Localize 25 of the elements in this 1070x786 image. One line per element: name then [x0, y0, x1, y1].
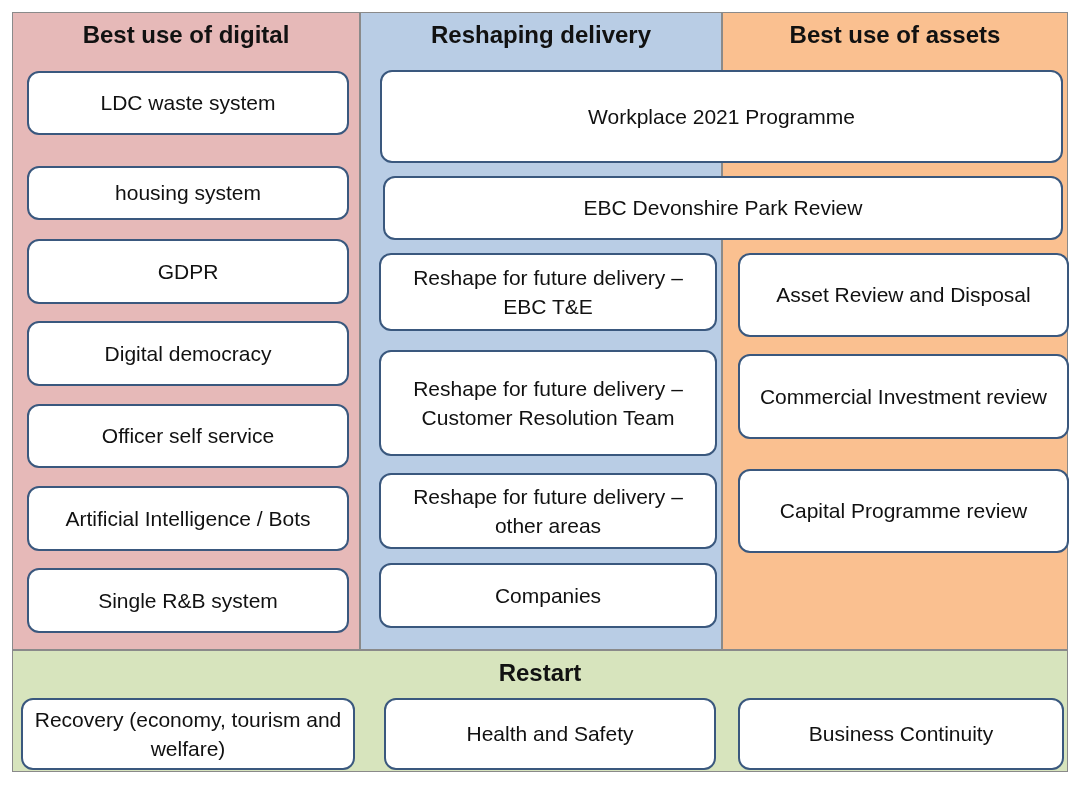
category-panel	[12, 12, 360, 650]
item-box: Recovery (economy, tourism and welfare)	[21, 698, 355, 770]
item-box: Single R&B system	[27, 568, 349, 633]
item-box: Reshape for future delivery – Customer Resolution Team	[379, 350, 717, 456]
item-box: Capital Programme review	[738, 469, 1069, 553]
item-box: Reshape for future delivery – other areas	[379, 473, 717, 549]
panel-heading: Best use of assets	[788, 21, 1002, 49]
item-box: Digital democracy	[27, 321, 349, 386]
item-box: Workplace 2021 Programme	[380, 70, 1063, 163]
item-box: Officer self service	[27, 404, 349, 468]
item-box: Asset Review and Disposal	[738, 253, 1069, 337]
item-box: Companies	[379, 563, 717, 628]
panel-heading: Restart	[497, 659, 583, 687]
category-panel	[12, 650, 1068, 772]
item-box: housing system	[27, 166, 349, 220]
item-box: Business Continuity	[738, 698, 1064, 770]
item-box: Reshape for future delivery – EBC T&E	[379, 253, 717, 331]
item-box: GDPR	[27, 239, 349, 304]
item-box: EBC Devonshire Park Review	[383, 176, 1063, 240]
panel-heading: Reshaping delivery	[429, 21, 653, 49]
panel-heading: Best use of digital	[81, 21, 291, 49]
item-box: Health and Safety	[384, 698, 716, 770]
item-box: Artificial Intelligence / Bots	[27, 486, 349, 551]
item-box: Commercial Investment review	[738, 354, 1069, 439]
item-box: LDC waste system	[27, 71, 349, 135]
